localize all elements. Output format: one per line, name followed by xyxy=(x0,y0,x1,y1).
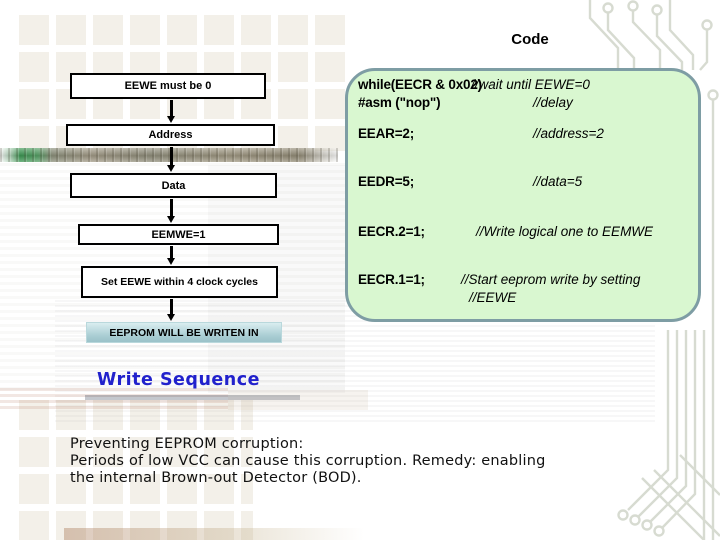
circuit-traces-bottom-right xyxy=(617,330,720,540)
code-comment: //address=2 xyxy=(533,126,604,141)
flow-arrow xyxy=(167,199,176,223)
code-statement: while(EECR & 0x02) xyxy=(358,77,482,92)
flow-step-eemwe-1: EEMWE=1 xyxy=(78,224,279,245)
background-grid-bottom-left xyxy=(19,400,253,540)
code-statement: EECR.1=1; xyxy=(358,272,425,287)
code-comment: //Write logical one to EEMWE xyxy=(476,224,654,239)
code-line: EEDR=5; //data=5 xyxy=(358,174,694,192)
flow-step-data: Data xyxy=(70,173,277,198)
flow-step-label: EEWE must be 0 xyxy=(124,80,212,92)
code-line: EECR.2=1; //Write logical one to EEMWE xyxy=(358,224,694,242)
flow-arrow xyxy=(167,147,176,172)
flow-result-label: EEPROM WILL BE WRITEN IN xyxy=(109,326,259,339)
code-line: while(EECR & 0x02) //wait until EEWE=0 xyxy=(358,77,694,95)
code-statement: EEDR=5; xyxy=(358,174,414,189)
code-statement: EECR.2=1; xyxy=(358,224,425,239)
code-panel-title: Code xyxy=(511,31,549,48)
code-statement: EEAR=2; xyxy=(358,126,414,141)
flow-step-label: Address xyxy=(148,129,193,141)
code-comment: //delay xyxy=(533,95,573,110)
flow-arrow xyxy=(167,100,176,123)
background-texture xyxy=(64,528,364,540)
note-line: Preventing EEPROM corruption: xyxy=(70,436,304,452)
background-texture xyxy=(228,390,368,410)
code-panel: while(EECR & 0x02) //wait until EEWE=0 #… xyxy=(345,68,701,322)
background-texture xyxy=(85,395,300,400)
code-comment: //Start eeprom write by setting xyxy=(461,272,641,287)
code-line: EECR.1=1; //Start eeprom write by settin… xyxy=(358,272,694,290)
code-comment: //EEWE xyxy=(469,290,517,305)
flow-step-set-eewe: Set EEWE within 4 clock cycles xyxy=(81,266,278,298)
code-line: //EEWE xyxy=(358,290,694,308)
flow-step-eewe-must-be-0: EEWE must be 0 xyxy=(70,73,266,99)
note-paragraph: Preventing EEPROM corruption: Periods of… xyxy=(70,436,670,487)
flow-step-address: Address xyxy=(66,124,275,146)
flow-arrow xyxy=(167,246,176,265)
write-sequence-caption: Write Sequence xyxy=(97,370,260,390)
divider-band xyxy=(0,148,338,162)
flow-step-label: Set EEWE within 4 clock cycles xyxy=(101,276,258,288)
flow-arrow xyxy=(167,299,176,321)
code-comment: //wait until EEWE=0 xyxy=(471,77,590,92)
background-texture xyxy=(0,388,228,412)
circuit-traces-top-right xyxy=(588,0,719,540)
code-line: #asm ("nop") //delay xyxy=(358,95,694,113)
flow-step-label: EEMWE=1 xyxy=(151,228,206,241)
code-statement: #asm ("nop") xyxy=(358,95,441,110)
flow-step-label: Data xyxy=(161,179,186,192)
note-line: the internal Brown-out Detector (BOD). xyxy=(70,470,362,486)
note-line: Periods of low VCC can cause this corrup… xyxy=(70,453,546,469)
flow-result-box: EEPROM WILL BE WRITEN IN xyxy=(86,322,282,343)
code-line: EEAR=2; //address=2 xyxy=(358,126,694,144)
code-comment: //data=5 xyxy=(533,174,583,189)
